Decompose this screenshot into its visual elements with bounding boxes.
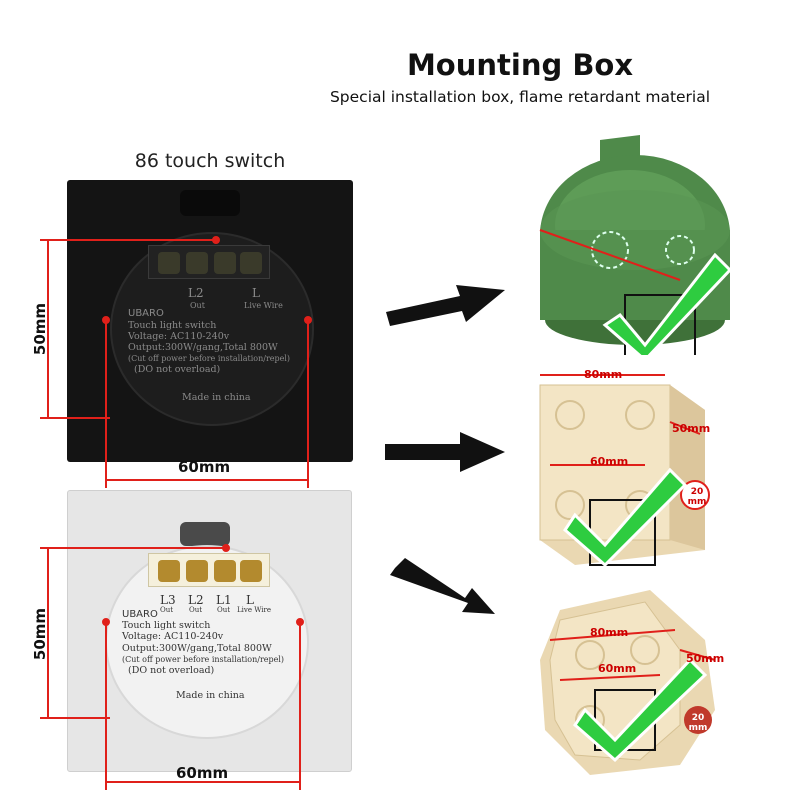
white-terminal-screw-2 bbox=[186, 560, 208, 582]
square-box-corner-label: 20 mm bbox=[687, 487, 707, 507]
arrow-to-green-box bbox=[386, 285, 505, 326]
white-terminal-screw-1 bbox=[158, 560, 180, 582]
white-height-dimension bbox=[40, 544, 230, 719]
white-switch-top-notch bbox=[180, 522, 230, 546]
white-terminal-sub-2: Out bbox=[189, 606, 203, 614]
black-terminal-label-2: L bbox=[252, 286, 260, 300]
black-brand: UBARO bbox=[128, 308, 164, 319]
white-terminal-label-2: L2 bbox=[188, 593, 204, 607]
white-terminal-label-1: L3 bbox=[160, 593, 176, 607]
octagon-box-hole-label: 60mm bbox=[598, 662, 637, 675]
white-width-label: 60mm bbox=[176, 764, 229, 782]
black-height-dimension bbox=[40, 236, 220, 419]
black-height-label: 50mm bbox=[31, 302, 49, 356]
square-beige-box-image bbox=[539, 374, 710, 568]
white-terminal-screw-3 bbox=[214, 560, 236, 582]
black-width-dimension bbox=[102, 316, 312, 488]
black-spec-line-4: (Cut off power before installation/repel… bbox=[128, 354, 291, 363]
white-terminal-label-4: L bbox=[246, 593, 254, 607]
black-spec-line-5: (DO not overload) bbox=[134, 364, 221, 375]
octagon-box-depth-label: 50mm bbox=[686, 652, 725, 665]
black-spec-line-1: Touch light switch bbox=[128, 320, 217, 331]
black-spec-line-3: Output:300W/gang,Total 800W bbox=[128, 342, 278, 353]
square-box-hole-label: 60mm bbox=[590, 455, 629, 468]
white-spec-line-3: Output:300W/gang,Total 800W bbox=[122, 643, 272, 654]
white-spec-line-2: Voltage: AC110-240v bbox=[122, 631, 224, 642]
black-terminal-screw-2 bbox=[186, 252, 208, 274]
black-width-label: 60mm bbox=[178, 458, 231, 476]
switch-label: 86 touch switch bbox=[134, 150, 286, 172]
white-terminal-label-3: L1 bbox=[216, 593, 232, 607]
black-terminal-label-1: L2 bbox=[188, 286, 204, 300]
white-terminal-screw-4 bbox=[240, 560, 262, 582]
black-switch-top-notch bbox=[180, 190, 240, 216]
square-box-depth-label: 50mm bbox=[672, 422, 711, 435]
black-terminal-sub-1: Out bbox=[190, 301, 205, 310]
page-title: Mounting Box bbox=[406, 48, 634, 82]
page-subtitle: Special installation box, flame retardan… bbox=[329, 88, 711, 106]
white-spec-line-5: (DO not overload) bbox=[128, 665, 215, 676]
white-spec-line-1: Touch light switch bbox=[122, 620, 211, 631]
black-footer-text: Made in china bbox=[182, 392, 251, 403]
black-spec-line-2: Voltage: AC110-240v bbox=[128, 331, 230, 342]
green-round-box-image bbox=[539, 135, 733, 355]
white-spec-line-4: (Cut off power before installation/repel… bbox=[122, 655, 285, 664]
white-terminal-sub-4: Live Wire bbox=[237, 606, 272, 614]
white-terminal-sub-1: Out bbox=[160, 606, 174, 614]
black-terminal-sub-2: Live Wire bbox=[244, 301, 283, 310]
white-width-dimension bbox=[102, 618, 304, 790]
octagon-box-width-label: 80mm bbox=[590, 626, 629, 639]
square-box-width-label: 80mm bbox=[584, 368, 623, 381]
arrow-to-square-box bbox=[385, 432, 505, 472]
black-terminal-screw-1 bbox=[158, 252, 180, 274]
arrow-to-octagon-box bbox=[390, 558, 495, 614]
white-height-label: 50mm bbox=[31, 607, 49, 661]
black-terminal-screw-3 bbox=[214, 252, 236, 274]
white-brand: UBARO bbox=[122, 609, 158, 620]
black-terminal-screw-4 bbox=[240, 252, 262, 274]
octagon-box-corner-label: 20 mm bbox=[688, 713, 708, 733]
octagon-beige-box-image bbox=[540, 590, 716, 775]
white-terminal-sub-3: Out bbox=[217, 606, 231, 614]
white-footer-text: Made in china bbox=[176, 690, 245, 701]
